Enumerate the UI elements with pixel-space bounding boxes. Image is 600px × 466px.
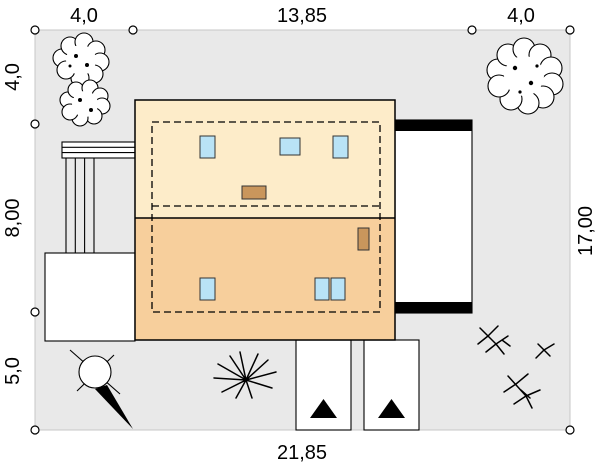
house-roof (134, 99, 396, 341)
entrance-arrow-icon (310, 399, 337, 418)
roof-window (332, 135, 349, 159)
terrace (44, 252, 136, 342)
survey-point-marker (128, 25, 138, 35)
dimension-label-top-center: 13,85 (277, 5, 327, 27)
dimension-label-left-bottom: 5,0 (2, 357, 24, 385)
roof-upper-slope (135, 100, 395, 218)
shrub-icon (535, 343, 555, 359)
tree-to-remove-symbol (69, 349, 121, 395)
dimension-label-left-middle: 8,00 (2, 199, 24, 238)
survey-point-marker (467, 25, 477, 35)
survey-point-marker (30, 119, 40, 129)
deciduous-tree-icon (52, 32, 110, 88)
entry-steps (61, 141, 136, 159)
shrub-icon (503, 373, 541, 409)
survey-point-marker (30, 425, 40, 435)
dimension-label-top-right: 4,0 (507, 5, 535, 27)
chimney (357, 227, 370, 251)
dimension-label-left-top: 4,0 (2, 63, 24, 91)
roof-window (330, 277, 346, 301)
survey-point-marker (30, 25, 40, 35)
north-arrow-icon (95, 385, 133, 429)
wall-outline-dashed (151, 121, 381, 313)
deciduous-tree-icon (486, 37, 564, 115)
entrance-arrow-icon (378, 399, 405, 418)
deciduous-tree-icon (59, 79, 111, 127)
survey-point-marker (30, 307, 40, 317)
garage-annex (394, 119, 473, 314)
garage-wall-bottom (395, 302, 472, 313)
survey-point-markers (30, 25, 575, 435)
survey-point-marker (565, 425, 575, 435)
survey-point-marker (565, 25, 575, 35)
roof-window (314, 277, 330, 301)
roof-outline (134, 99, 396, 341)
shrub-icon (477, 325, 511, 355)
roof-lower-slope (135, 218, 395, 340)
roof-window (279, 137, 301, 156)
roof-window (199, 277, 216, 301)
dimension-label-top-left: 4,0 (70, 5, 98, 27)
dimension-label-bottom: 21,85 (277, 442, 327, 464)
ornamental-grass-icon (213, 351, 277, 399)
roof-window (199, 135, 216, 159)
dimension-label-right: 17,00 (575, 206, 597, 256)
chimney (241, 185, 267, 200)
garage-wall-top (395, 120, 472, 131)
entry-steps-lines (62, 146, 135, 154)
stairs-lines (65, 158, 95, 253)
